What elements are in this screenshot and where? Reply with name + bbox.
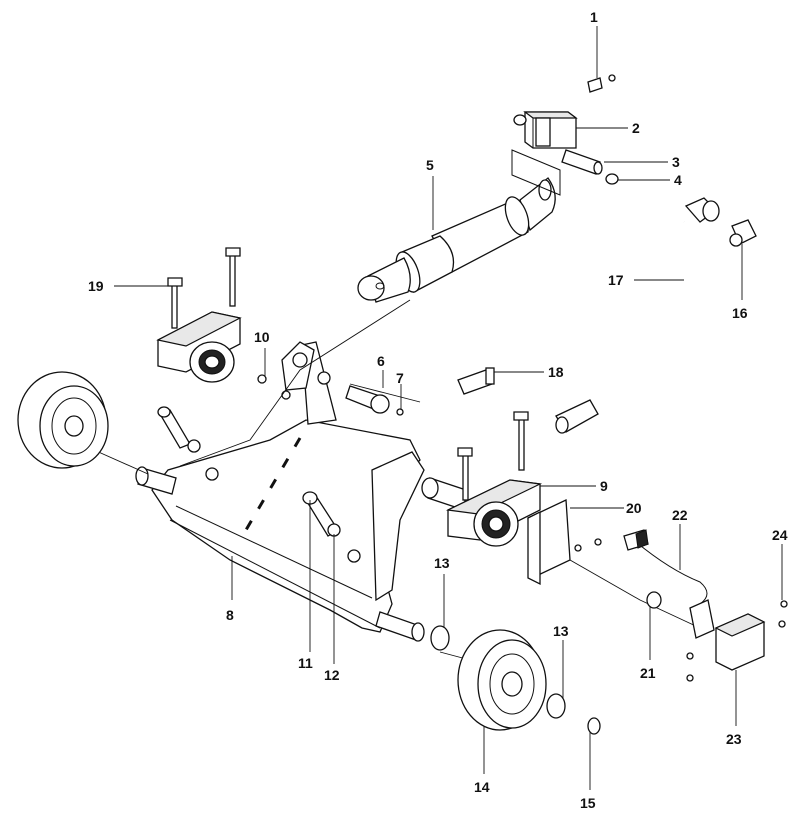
- callout-18: 18: [548, 364, 564, 380]
- callout-3: 3: [672, 154, 680, 170]
- callout-17: 17: [608, 272, 624, 288]
- callout-5: 5: [426, 157, 434, 173]
- sensor-18: [457, 367, 495, 395]
- callout-9: 9: [600, 478, 608, 494]
- bolt-left: [157, 406, 219, 481]
- callout-4: 4: [674, 172, 682, 188]
- callout-14: 14: [474, 779, 490, 795]
- wheel-left: [17, 371, 109, 469]
- mounting-bracket: [527, 499, 602, 586]
- clevis-pin: [561, 149, 619, 185]
- callout-6: 6: [377, 353, 385, 369]
- callout-7: 7: [396, 370, 404, 386]
- bolt-1: [587, 74, 616, 93]
- callout-8: 8: [226, 607, 234, 623]
- callout-1: 1: [590, 9, 598, 25]
- axle-frame: [135, 341, 467, 642]
- assembly-axis: [244, 437, 302, 531]
- callout-21: 21: [640, 665, 656, 681]
- hydraulic-hose: [555, 197, 720, 434]
- washers: [430, 625, 601, 735]
- callout-13b: 13: [553, 623, 569, 639]
- cable-harness: [623, 529, 715, 639]
- callout-labels: 1 2 3 4 5 6 7 8 9 10 11 12 13 13 14 15 1…: [88, 9, 788, 811]
- wheel-right: [457, 629, 547, 731]
- right-bearing-block: [445, 411, 543, 547]
- pin-6: [345, 385, 404, 416]
- callout-16: 16: [732, 305, 748, 321]
- callout-leaders: [114, 26, 783, 790]
- callout-23: 23: [726, 731, 742, 747]
- callout-19: 19: [88, 278, 104, 294]
- callout-2: 2: [632, 120, 640, 136]
- callout-13a: 13: [434, 555, 450, 571]
- callout-11: 11: [298, 655, 313, 671]
- elbow-fitting: [729, 219, 757, 247]
- callout-10: 10: [254, 329, 270, 345]
- clevis-block: [513, 111, 578, 149]
- callout-20: 20: [626, 500, 642, 516]
- left-bearing-block: [156, 247, 291, 400]
- hydraulic-cylinder: [357, 149, 561, 303]
- callout-22: 22: [672, 507, 688, 523]
- callout-15: 15: [580, 795, 596, 811]
- callout-12: 12: [324, 667, 340, 683]
- callout-24: 24: [772, 527, 788, 543]
- control-box: [686, 600, 788, 682]
